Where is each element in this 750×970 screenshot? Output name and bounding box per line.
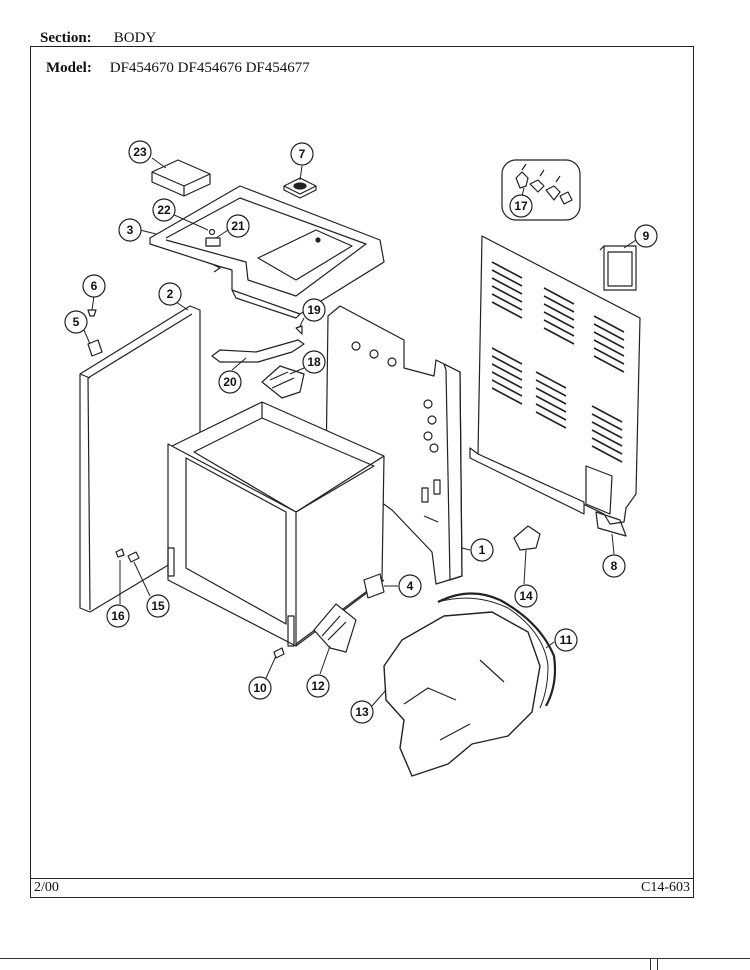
callout-12: 12	[306, 674, 330, 698]
callout-18: 18	[302, 350, 326, 374]
part-12-door-hinge	[313, 603, 357, 653]
part-16-screw	[115, 548, 125, 558]
page-bottom-tick	[650, 958, 658, 970]
svg-text:23: 23	[133, 145, 147, 159]
part-9-vent-cover	[599, 245, 637, 291]
callout-7: 7	[290, 142, 314, 166]
svg-text:11: 11	[560, 633, 573, 647]
page-bottom-rule	[0, 958, 750, 959]
model-value: DF454670 DF454676 DF454677	[109, 60, 310, 76]
back-panel-vents	[491, 261, 625, 463]
callout-10: 10	[248, 676, 272, 700]
callout-22: 22	[152, 198, 176, 222]
section-value: BODY	[113, 30, 157, 46]
callout-16: 16	[106, 604, 130, 628]
svg-text:5: 5	[73, 315, 80, 329]
callout-2: 2	[158, 282, 182, 306]
svg-text:4: 4	[407, 579, 414, 593]
svg-text:3: 3	[127, 223, 134, 237]
model-heading: Model: DF454670 DF454676 DF454677	[46, 60, 310, 77]
part-23-insulation-pad	[151, 159, 211, 197]
svg-text:18: 18	[307, 355, 321, 369]
part-18-latch	[261, 365, 305, 399]
diagram-frame	[30, 46, 694, 898]
svg-text:6: 6	[91, 279, 98, 293]
svg-text:20: 20	[223, 375, 237, 389]
footer-page-code: C14-603	[641, 880, 690, 895]
callout-8: 8	[602, 554, 626, 578]
svg-text:22: 22	[157, 203, 171, 217]
part-5-bracket	[87, 339, 103, 357]
callout-5: 5	[64, 310, 88, 334]
svg-text:1: 1	[479, 543, 486, 557]
svg-text:19: 19	[307, 303, 321, 317]
svg-text:10: 10	[253, 681, 267, 695]
oven-cavity	[167, 401, 385, 647]
svg-text:17: 17	[514, 199, 528, 213]
callout-1: 1	[470, 538, 494, 562]
part-13-insulation-blanket	[383, 611, 541, 777]
svg-text:21: 21	[231, 219, 245, 233]
part-15-clip	[127, 551, 140, 563]
footer-date: 2/00	[34, 880, 59, 895]
callout-15: 15	[146, 594, 170, 618]
callout-3: 3	[118, 218, 142, 242]
svg-text:16: 16	[111, 609, 125, 623]
section-label: Section:	[40, 30, 92, 46]
svg-text:12: 12	[311, 679, 325, 693]
svg-text:13: 13	[355, 705, 369, 719]
part-14-hinge-receptacle	[513, 525, 541, 551]
part-7-cap	[283, 177, 317, 199]
part-20-support-bar	[211, 339, 305, 363]
svg-text:15: 15	[151, 599, 165, 613]
part-4-bracket	[363, 573, 385, 599]
callout-14: 14	[514, 584, 538, 608]
svg-text:9: 9	[643, 229, 650, 243]
callout-9: 9	[634, 224, 658, 248]
part-11-door-gasket	[437, 592, 557, 707]
callout-20: 20	[218, 370, 242, 394]
footer-rule	[30, 878, 694, 879]
callout-21: 21	[226, 214, 250, 238]
section-heading: Section: BODY	[40, 30, 156, 47]
part-21-clip	[205, 237, 221, 247]
svg-text:14: 14	[519, 589, 533, 603]
model-label: Model:	[46, 60, 92, 76]
callout-19: 19	[302, 298, 326, 322]
part-10-screw	[273, 647, 285, 659]
callout-13: 13	[350, 700, 374, 724]
svg-text:2: 2	[167, 287, 174, 301]
callout-6: 6	[82, 274, 106, 298]
svg-text:8: 8	[611, 559, 618, 573]
part-22-screw	[208, 228, 216, 236]
part-3-top-plate	[149, 185, 385, 319]
callout-4: 4	[398, 574, 422, 598]
callout-11: 11	[554, 628, 578, 652]
leader-lines	[83, 157, 637, 707]
svg-text:7: 7	[299, 147, 306, 161]
callout-23: 23	[128, 140, 152, 164]
callout-17: 17	[509, 194, 533, 218]
part-6-screw	[87, 309, 97, 317]
part-19-screw	[295, 325, 303, 335]
